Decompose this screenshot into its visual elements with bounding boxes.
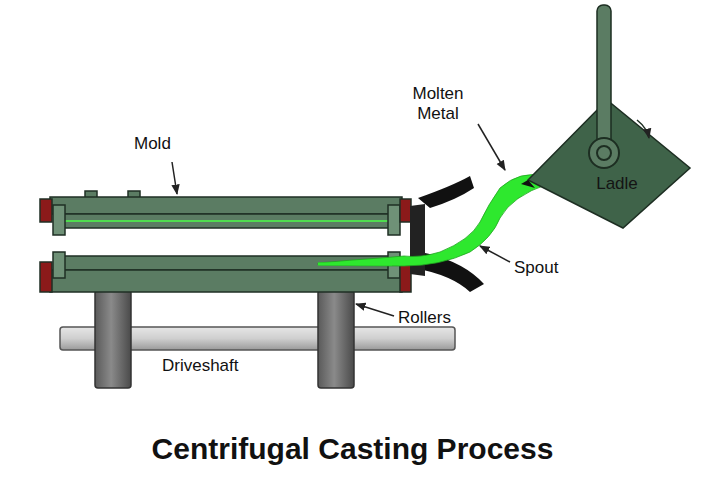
rollers: [95, 290, 354, 388]
part-label: Spout: [514, 258, 594, 278]
molten-metal: [318, 175, 548, 267]
part-label: Mold: [134, 134, 214, 154]
diagram-title: Centrifugal Casting Process: [0, 432, 705, 466]
leader-lines: [172, 124, 510, 316]
part-label: Molten Metal: [400, 84, 476, 123]
ladle-shape: [525, 98, 693, 230]
mold: [40, 191, 411, 292]
ladle-label: Ladle: [596, 174, 638, 194]
part-label: Driveshaft: [162, 356, 292, 376]
part-label: Rollers: [398, 308, 488, 328]
ladle: Ladle: [525, 98, 693, 230]
